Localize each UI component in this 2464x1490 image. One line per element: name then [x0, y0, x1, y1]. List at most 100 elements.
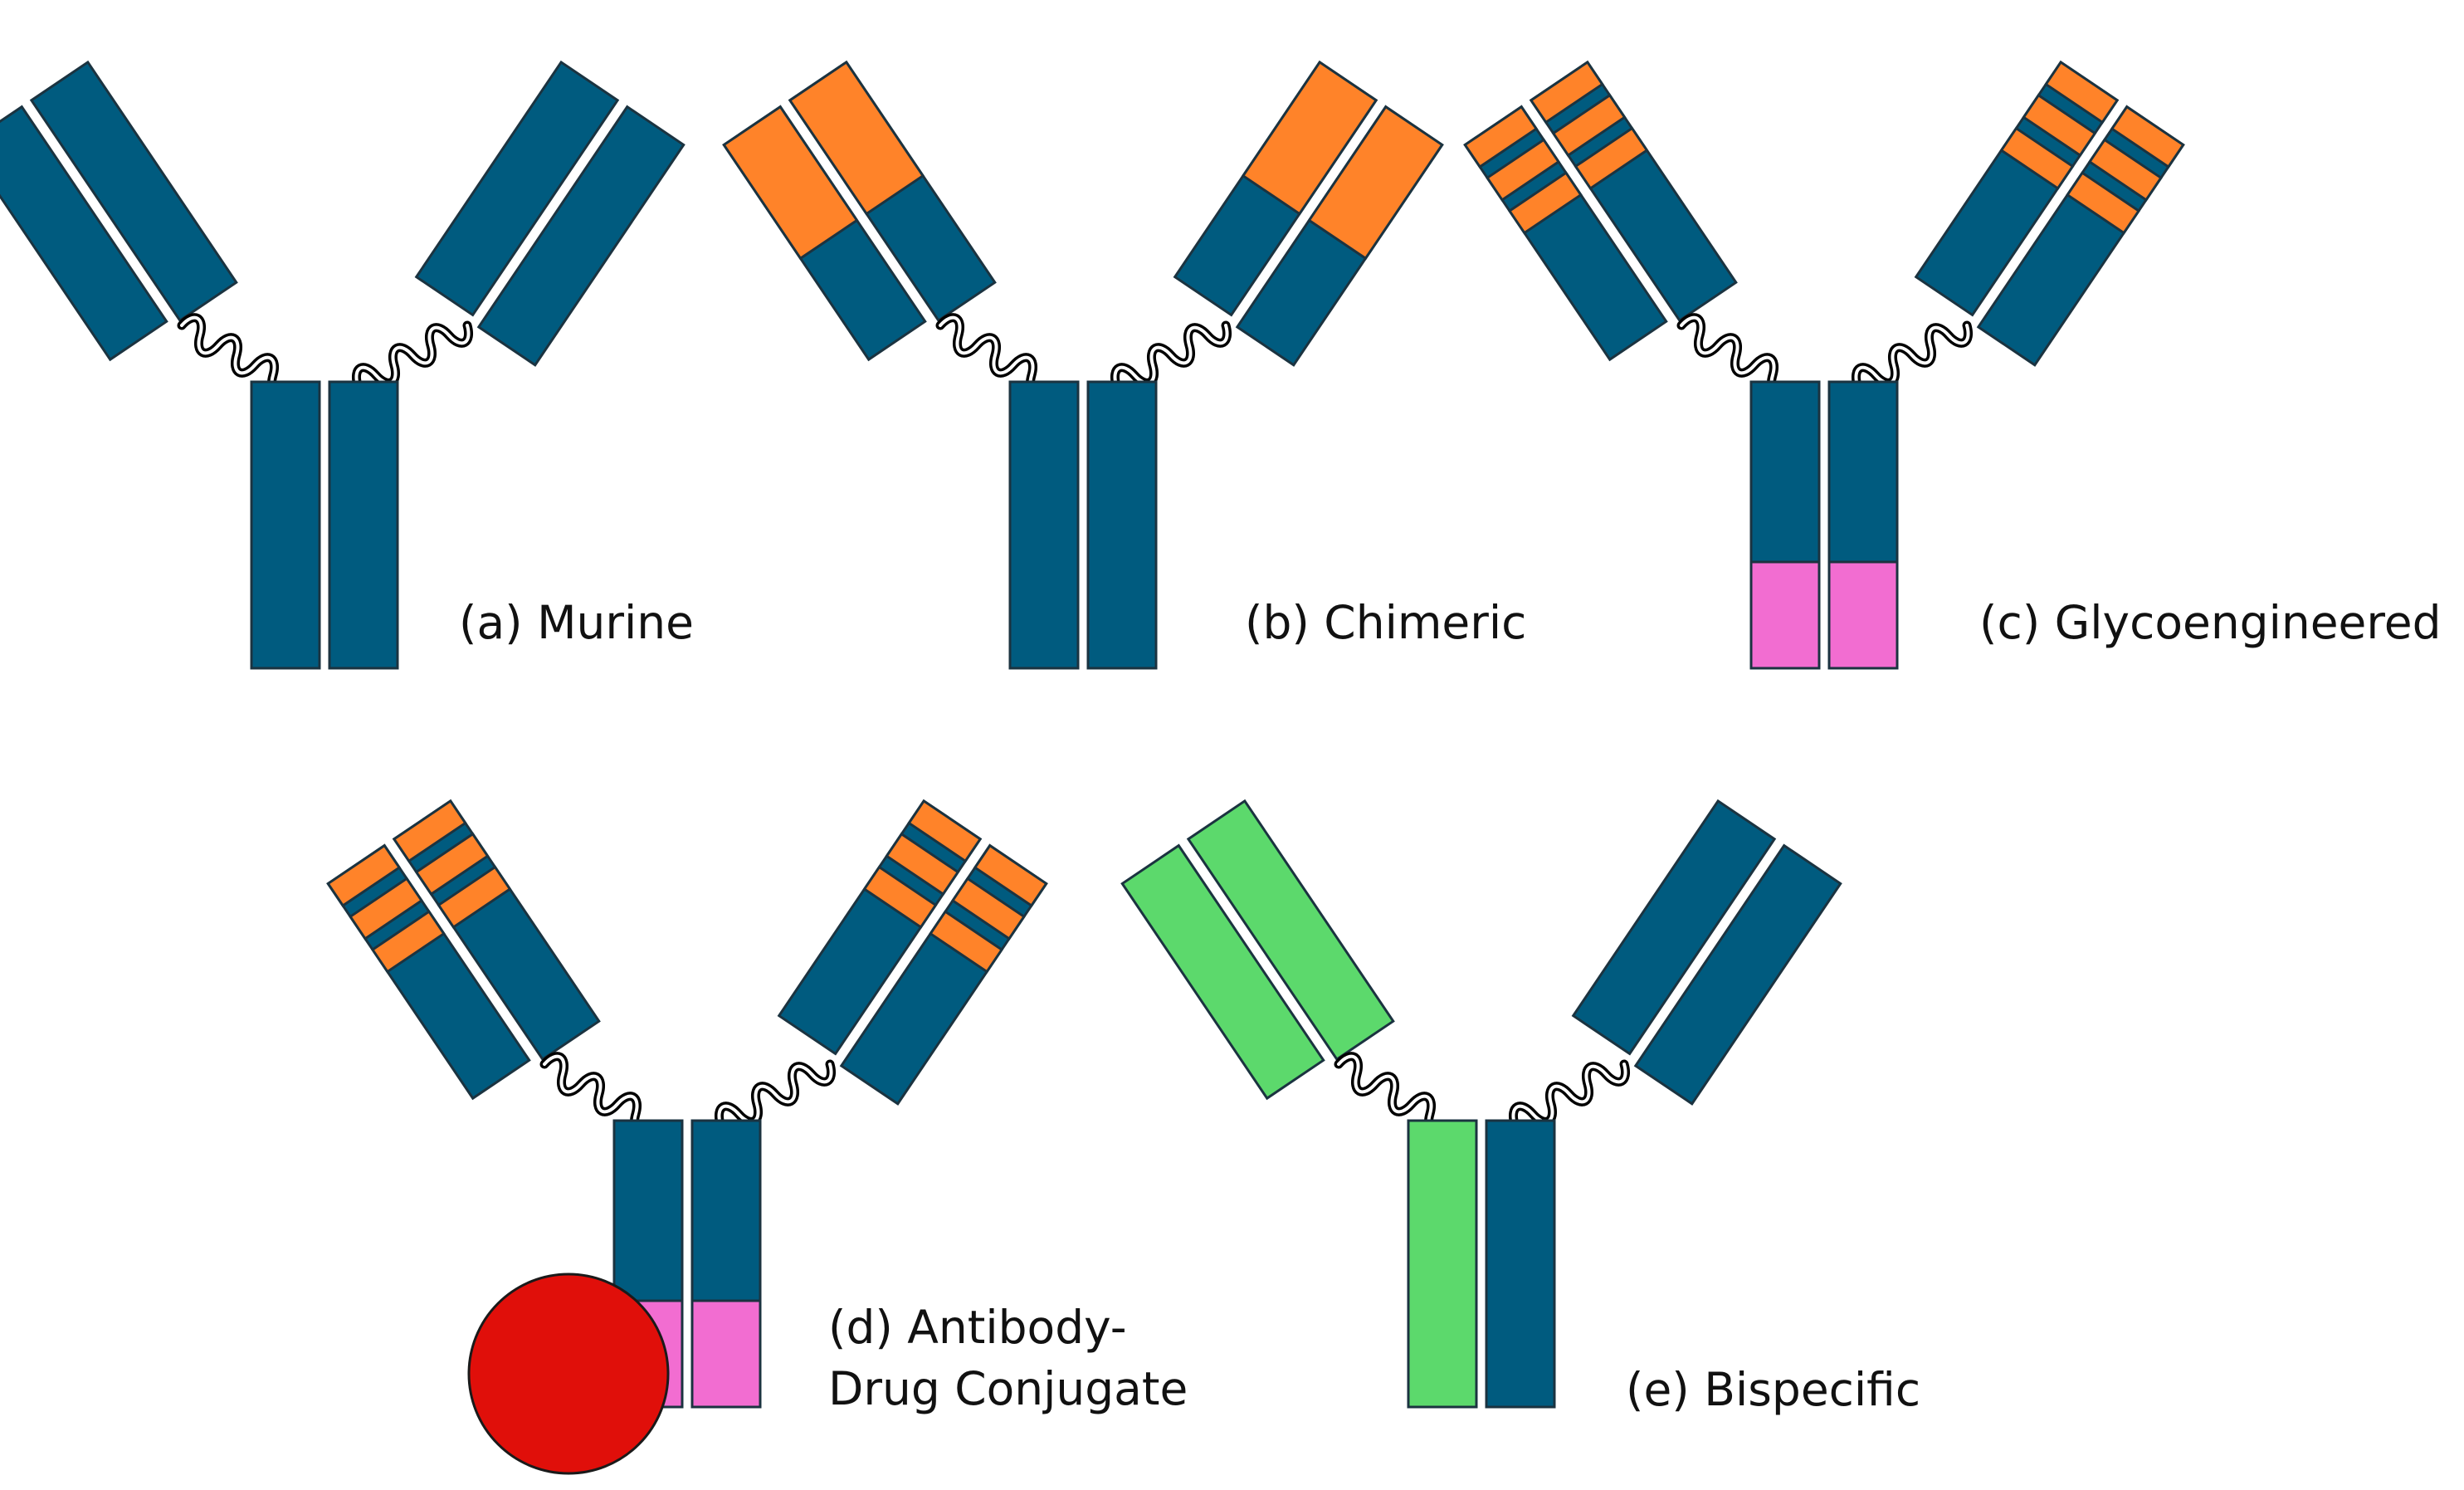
ab-d-left-arm-inner-chain-variable-band-1: [392, 799, 467, 863]
ab-c-left-arm-outer-chain-variable-band-1: [1463, 105, 1539, 169]
ab-b-right-arm-outer-chain-variable-band-1: [1241, 60, 1378, 216]
ab-a-left-hinge-coil-icon: [177, 313, 296, 398]
antibody-chimeric: [722, 60, 1444, 670]
ab-a-right-hinge-coil-icon: [352, 320, 473, 390]
drug-payload-circle-icon: [467, 1273, 670, 1475]
ab-b-left-arm-outer-chain-variable-band-1: [722, 105, 859, 261]
ab-e-left-arm: [1120, 799, 1395, 1101]
ab-c-left-arm-inner-chain-variable-band-2: [1551, 93, 1627, 158]
ab-a-right-hinge-coil-icon-highlight: [354, 324, 471, 388]
ab-d-left-hinge-coil-icon-highlight: [543, 1054, 656, 1134]
ab-e-left-hinge-coil-icon-highlight: [1337, 1054, 1451, 1134]
ab-c-left-hinge-coil-icon-highlight: [1680, 315, 1793, 395]
ab-e-fc-chain-left: [1407, 1119, 1478, 1409]
ab-e-left-arm-outer-chain-body: [1120, 843, 1325, 1101]
ab-c-right-arm-inner-chain-variable-band-3: [2066, 171, 2141, 235]
ab-e-fc-chain-right: [1485, 1119, 1556, 1409]
antibody-drug-conjugate: [326, 799, 1048, 1475]
label-adc-line-1: (d) Antibody-: [828, 1301, 1127, 1354]
ab-d-right-arm-inner-chain-variable-band-1: [973, 843, 1048, 908]
ab-d-left-hinge-coil-icon: [539, 1052, 659, 1136]
ab-d-left-arm-inner-chain-variable-band-3: [437, 865, 512, 929]
label-bispecific: (e) Bispecific: [1626, 1363, 1921, 1416]
ab-d-right-arm-inner-chain: [839, 843, 1048, 1106]
ab-c-left-hinge-coil-icon: [1676, 313, 1796, 398]
ab-d-right-arm-outer-chain-variable-band-2: [885, 832, 960, 896]
ab-b-left-hinge-coil-icon-highlight: [939, 315, 1052, 395]
ab-a-left-arm: [0, 60, 238, 362]
ab-a-right-arm: [414, 60, 686, 367]
ab-d-right-arm-inner-chain-variable-band-3: [929, 910, 1004, 974]
ab-b-right-arm-inner-chain-variable-band-1: [1307, 105, 1444, 261]
ab-b-left-arm: [722, 60, 997, 362]
antibody-glycoengineered: [1463, 60, 2185, 670]
ab-e-right-arm-inner-chain: [1633, 843, 1842, 1106]
ab-d-left-arm-inner-chain: [392, 799, 601, 1062]
ab-b-right-arm: [1173, 60, 1444, 367]
ab-b-fc-chain-left: [1008, 380, 1080, 670]
ab-d-left-arm-outer-chain-variable-band-2: [349, 877, 424, 940]
ab-d-left-arm: [326, 799, 601, 1101]
ab-c-right-arm: [1914, 60, 2185, 367]
ab-a-fc-chain-left: [250, 380, 321, 670]
ab-b-right-hinge-coil-icon: [1110, 320, 1232, 390]
ab-d-fc-glycan-right: [690, 1299, 762, 1409]
ab-c-right-arm-inner-chain-variable-band-1: [2110, 105, 2185, 169]
label-antibody-drug-conjugate: (d) Antibody- Drug Conjugate: [828, 1297, 1188, 1419]
ab-b-left-hinge-coil-icon: [935, 313, 1055, 398]
ab-c-right-arm-outer-chain: [1914, 60, 2120, 317]
ab-c-right-arm-outer-chain-variable-band-1: [2044, 60, 2120, 125]
ab-d-left-arm-outer-chain-variable-band-1: [326, 843, 402, 908]
ab-d-right-arm: [777, 799, 1048, 1106]
ab-a-left-hinge-coil-icon-highlight: [180, 315, 294, 395]
ab-b-right-hinge-coil-icon-highlight: [1113, 324, 1229, 388]
ab-d-right-arm-outer-chain-variable-band-1: [907, 799, 983, 863]
ab-c-right-hinge-coil-icon-highlight: [1854, 324, 1970, 388]
ab-c-right-arm-inner-chain: [1976, 105, 2185, 367]
ab-d-right-hinge-coil-icon-highlight: [717, 1063, 833, 1126]
label-adc-line-2: Drug Conjugate: [828, 1362, 1188, 1415]
ab-d-left-arm-outer-chain: [326, 843, 531, 1101]
ab-e-left-hinge-coil-icon: [1334, 1052, 1453, 1136]
label-chimeric: (b) Chimeric: [1245, 596, 1527, 649]
ab-a-right-arm-inner-chain: [476, 105, 686, 367]
ab-d-left-arm-outer-chain-variable-band-3: [370, 910, 446, 974]
ab-c-left-arm-outer-chain-variable-band-2: [1486, 138, 1561, 202]
ab-a-fc-chain-right: [328, 380, 399, 670]
ab-c-left-arm-inner-chain: [1529, 60, 1738, 323]
ab-e-right-arm-outer-chain-body: [1571, 799, 1777, 1056]
label-murine: (a) Murine: [459, 596, 695, 649]
ab-e-right-arm-outer-chain: [1571, 799, 1777, 1056]
antibody-murine: [0, 60, 686, 670]
ab-c-left-arm-inner-chain-variable-band-3: [1574, 126, 1649, 190]
ab-d-right-hinge-coil-icon: [715, 1059, 836, 1129]
ab-c-right-arm-outer-chain-variable-band-3: [1999, 126, 2075, 190]
ab-e-left-arm-inner-chain: [1186, 799, 1395, 1062]
ab-c-left-arm-outer-chain-variable-band-3: [1507, 171, 1583, 235]
ab-a-right-arm-outer-chain: [414, 60, 620, 317]
ab-d-right-arm-outer-chain: [777, 799, 983, 1056]
ab-a-left-arm-inner-chain: [29, 60, 238, 323]
ab-b-left-arm-inner-chain-variable-band-1: [788, 60, 925, 216]
ab-b-fc-chain-right: [1086, 380, 1158, 670]
ab-a-right-arm-outer-chain-body: [414, 60, 620, 317]
ab-d-right-arm-inner-chain-variable-band-2: [950, 877, 1026, 940]
ab-b-left-arm-outer-chain: [722, 105, 927, 362]
ab-b-right-arm-outer-chain: [1173, 60, 1378, 317]
ab-c-right-arm-outer-chain-variable-band-2: [2022, 93, 2097, 158]
ab-c-fc-glycan-left: [1749, 560, 1821, 670]
ab-d-left-arm-inner-chain-variable-band-2: [414, 832, 490, 896]
ab-c-left-arm-inner-chain-variable-band-1: [1529, 60, 1604, 125]
ab-e-left-arm-outer-chain: [1120, 843, 1325, 1101]
ab-c-fc-glycan-right: [1827, 560, 1899, 670]
ab-a-right-arm-inner-chain-body: [476, 105, 686, 367]
ab-c-right-hinge-coil-icon: [1852, 320, 1973, 390]
ab-b-right-arm-inner-chain: [1235, 105, 1444, 367]
ab-e-right-arm-inner-chain-body: [1633, 843, 1842, 1106]
ab-b-left-arm-inner-chain: [788, 60, 997, 323]
ab-a-left-arm-outer-chain-body: [0, 105, 168, 362]
ab-e-right-hinge-coil-icon-highlight: [1511, 1063, 1627, 1126]
ab-e-right-arm: [1571, 799, 1842, 1106]
ab-c-left-arm-outer-chain: [1463, 105, 1668, 362]
